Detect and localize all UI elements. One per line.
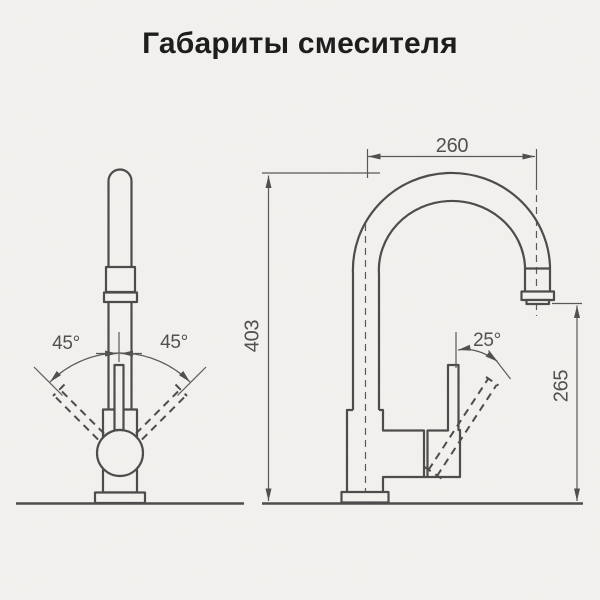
outlet-height-label: 265 xyxy=(551,370,573,403)
aerator-outlet xyxy=(525,298,551,306)
swivel-right-label: 45° xyxy=(160,332,188,353)
front-ball-joint xyxy=(95,428,145,478)
swivel-extension-line-right xyxy=(177,366,207,396)
side-body-right-edge xyxy=(379,408,426,477)
dimension-spout-reach: 260 xyxy=(366,135,535,178)
swivel-ghost-handle-right xyxy=(132,383,188,442)
swivel-left-label: 45° xyxy=(52,333,80,354)
side-body-left-edge xyxy=(345,408,353,492)
tilted-ghost-handle xyxy=(423,376,500,480)
handle-tilt-annotation: 25° xyxy=(423,330,511,480)
dimension-overall-height: 403 xyxy=(242,172,380,501)
side-handle-housing xyxy=(381,363,462,492)
side-view: 25° 260 403 265 xyxy=(242,135,583,505)
tilt-angled-extension-line xyxy=(488,350,511,380)
swivel-extension-line-left xyxy=(33,366,63,396)
front-base-plate xyxy=(93,491,147,505)
overall-height-label: 403 xyxy=(242,320,264,353)
swivel-ghost-handle-left xyxy=(52,383,108,442)
dimension-outlet-height: 265 xyxy=(551,302,582,501)
front-spout-band xyxy=(104,265,137,294)
spout-inner-profile xyxy=(377,199,527,410)
side-base-plate xyxy=(340,490,390,504)
front-spout-collar xyxy=(102,291,139,304)
front-handle-rod xyxy=(113,363,125,432)
front-view: 45° 45° xyxy=(16,168,244,505)
aerator-collar xyxy=(520,290,556,302)
handle-tilt-label: 25° xyxy=(473,330,501,351)
spout-reach-label: 260 xyxy=(436,135,469,157)
